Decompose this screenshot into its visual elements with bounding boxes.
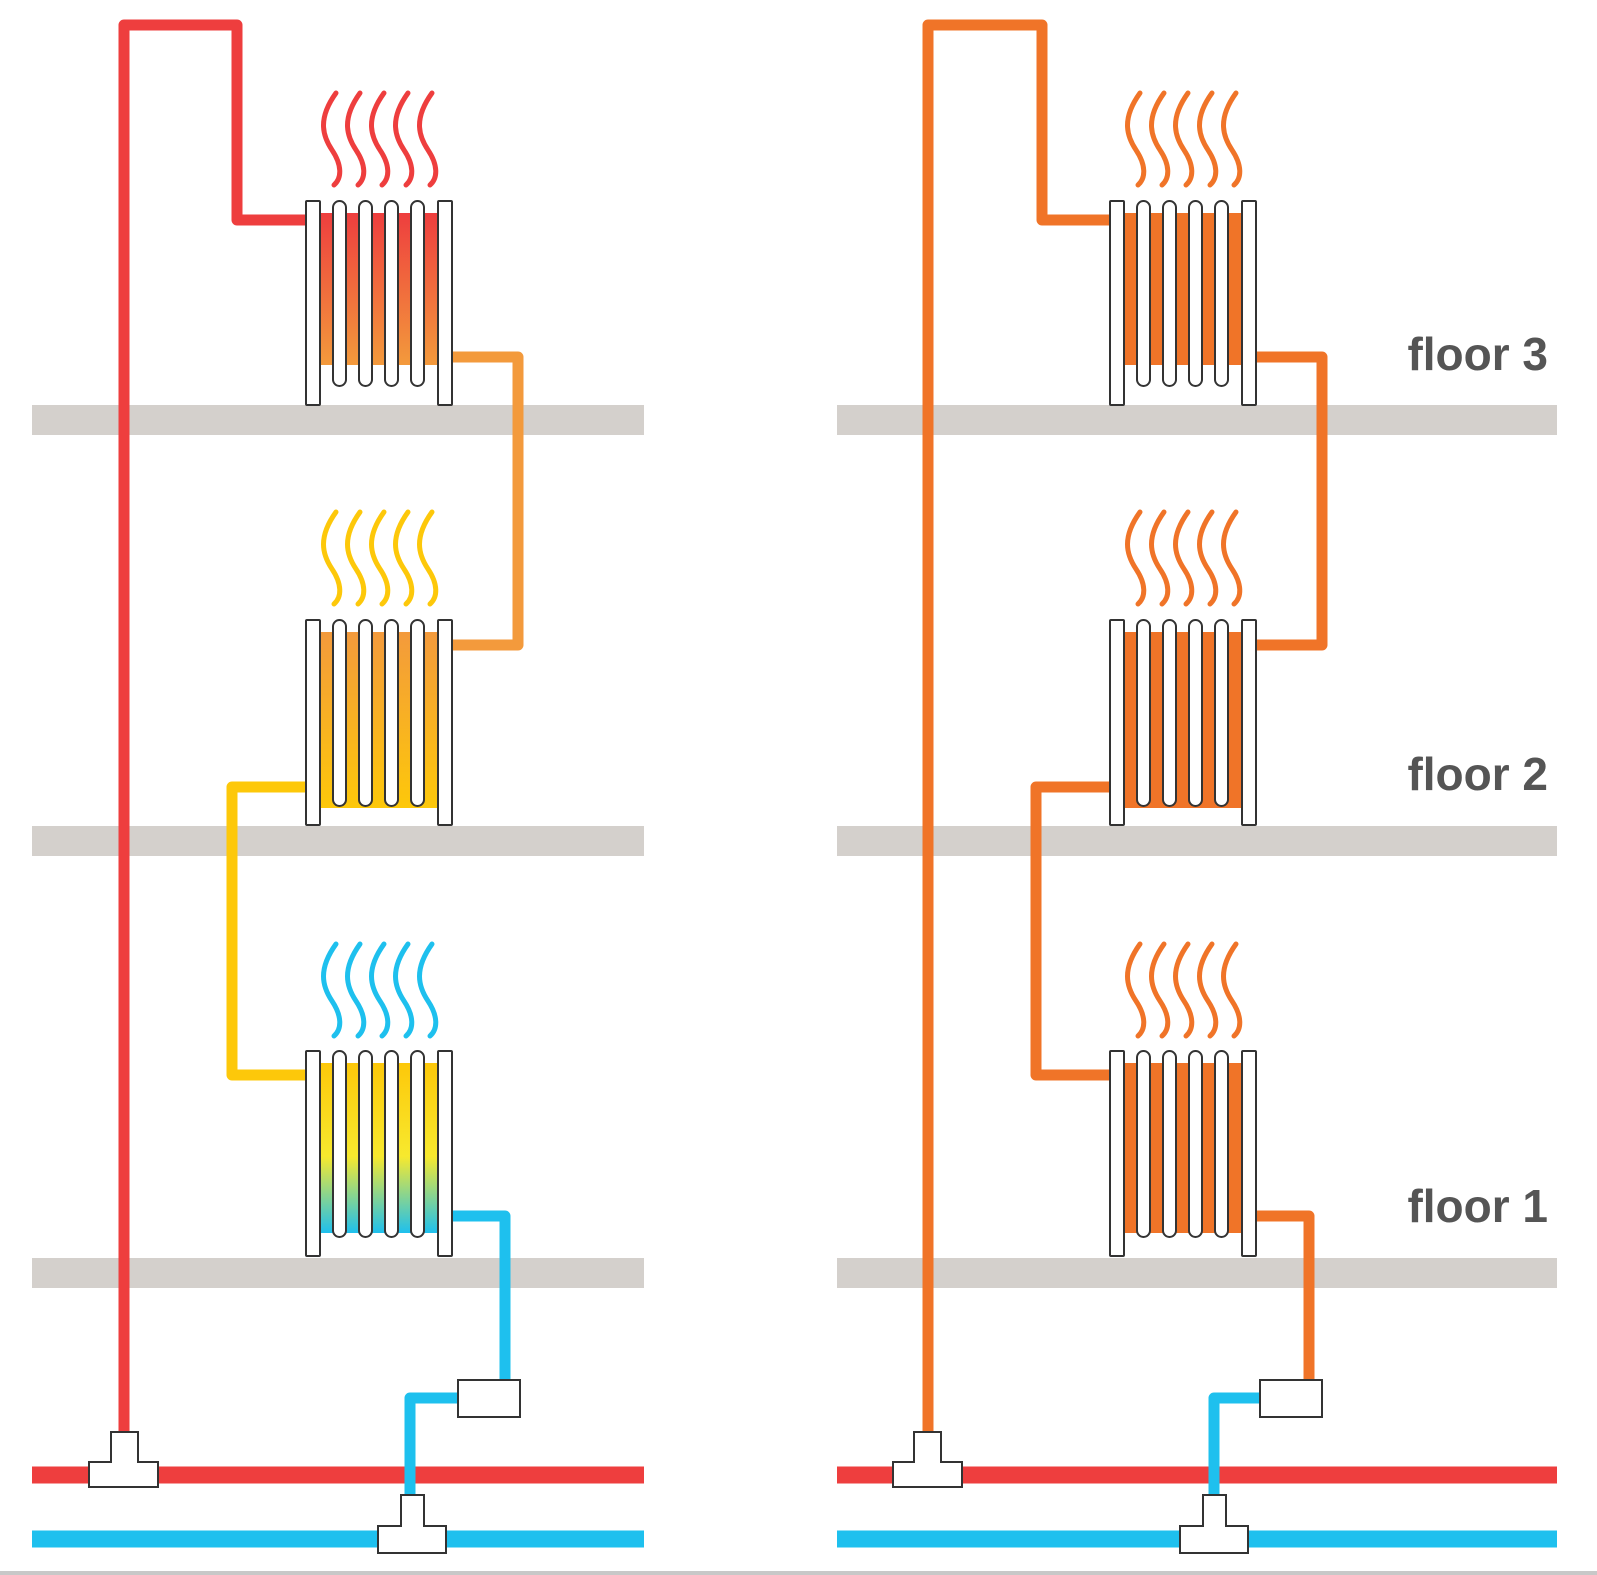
right-radiator-floor2 <box>1109 619 1257 826</box>
right-pipe-1-return <box>1253 1210 1315 1381</box>
floor-label-2: floor 2 <box>1407 748 1548 800</box>
left-radiator-floor1 <box>305 1050 453 1257</box>
right-slab-floor3 <box>837 405 1557 435</box>
floor-slabs <box>32 405 1557 1288</box>
right-slab-floor2 <box>837 826 1557 856</box>
right-return-tee <box>1179 1494 1249 1554</box>
right-pipes <box>922 19 1328 1497</box>
bottom-divider <box>0 1571 1597 1575</box>
left-heat-waves-floor2 <box>321 509 439 607</box>
left-pipe-1-return <box>448 1210 511 1381</box>
floor-label-3: floor 3 <box>1407 328 1548 380</box>
right-heat-waves-floor2 <box>1125 509 1243 607</box>
left-pipe-3-to-2 <box>448 351 524 651</box>
left-radiator-floor3 <box>305 200 453 406</box>
floor-label-1: floor 1 <box>1407 1180 1548 1232</box>
main-pipes <box>32 1466 1557 1548</box>
fittings <box>88 1379 1323 1554</box>
right-riser-supply <box>922 19 1124 1440</box>
right-slab-floor1 <box>837 1258 1557 1288</box>
right-radiator-floor1 <box>1109 1050 1257 1257</box>
left-slab-floor2 <box>32 826 644 856</box>
left-slab-floor3 <box>32 405 644 435</box>
right-heat-waves-floor1 <box>1125 941 1243 1039</box>
right-supply-tee <box>892 1431 963 1488</box>
right-valve <box>1259 1379 1323 1418</box>
left-heat-waves-floor3 <box>321 90 439 188</box>
left-pipe-2-to-1 <box>226 781 320 1081</box>
left-riser-supply <box>118 19 320 1440</box>
right-return-drop <box>1208 1392 1265 1497</box>
right-pipe-3-to-2 <box>1253 351 1328 651</box>
left-slab-floor1 <box>32 1258 644 1288</box>
left-radiator-floor2 <box>305 619 453 826</box>
right-radiator-floor3 <box>1109 200 1257 406</box>
left-supply-tee <box>88 1431 159 1488</box>
right-pipe-2-to-1 <box>1030 781 1124 1081</box>
left-pipes <box>118 19 524 1497</box>
left-return-drop <box>404 1392 462 1497</box>
right-heat-waves-floor3 <box>1125 90 1243 188</box>
left-heat-waves-floor1 <box>321 941 439 1039</box>
left-return-tee <box>377 1494 447 1554</box>
left-valve <box>457 1379 521 1418</box>
